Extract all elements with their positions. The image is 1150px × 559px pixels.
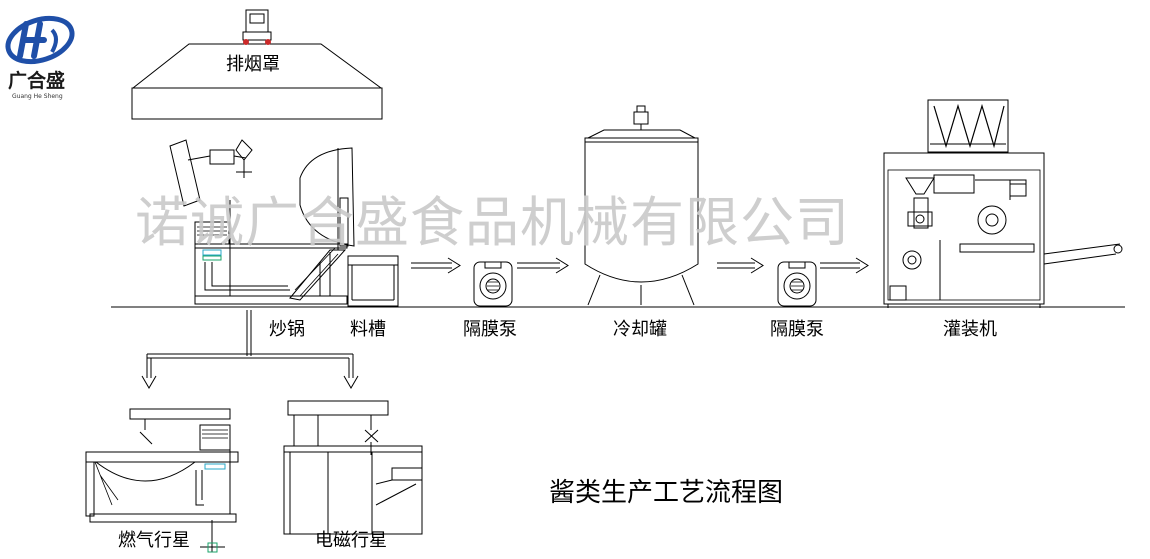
tilting-wok-machine xyxy=(169,139,355,305)
label-filler: 灌装机 xyxy=(943,319,997,340)
diaphragm-pump-icon xyxy=(777,261,817,307)
label-pump-1: 隔膜泵 xyxy=(463,319,517,340)
filling-machine xyxy=(883,99,1123,308)
label-tank: 冷却罐 xyxy=(613,319,667,340)
flow-arrow-icon xyxy=(517,257,569,274)
logo-brand-en: Guang He Sheng xyxy=(12,93,63,100)
watermark-text: 诺诚广合盛食品机械有限公司 xyxy=(135,191,850,254)
diagram-title: 酱类生产工艺流程图 xyxy=(549,478,784,508)
gh-logo-icon xyxy=(5,15,75,65)
label-trough: 料槽 xyxy=(350,319,386,340)
label-pump-2: 隔膜泵 xyxy=(770,319,824,340)
logo-brand-cn: 广合盛 xyxy=(8,70,66,92)
exhaust-hood xyxy=(131,43,383,120)
flow-arrow-icon xyxy=(820,257,869,274)
electromagnetic-planetary-wok xyxy=(283,400,423,535)
flow-arrow-icon xyxy=(411,257,461,274)
label-hood: 排烟罩 xyxy=(226,54,280,75)
diaphragm-pump-icon xyxy=(473,261,513,307)
gas-planetary-wok xyxy=(85,408,239,553)
hood-motor-icon xyxy=(242,9,272,45)
flow-arrow-icon xyxy=(717,257,764,274)
label-gas-planetary: 燃气行星 xyxy=(118,530,190,551)
branch-connector xyxy=(141,310,359,389)
material-trough xyxy=(347,255,399,307)
label-electro-planetary: 电磁行星 xyxy=(315,530,387,551)
label-wok: 炒锅 xyxy=(269,319,305,340)
cooling-tank xyxy=(584,105,699,306)
